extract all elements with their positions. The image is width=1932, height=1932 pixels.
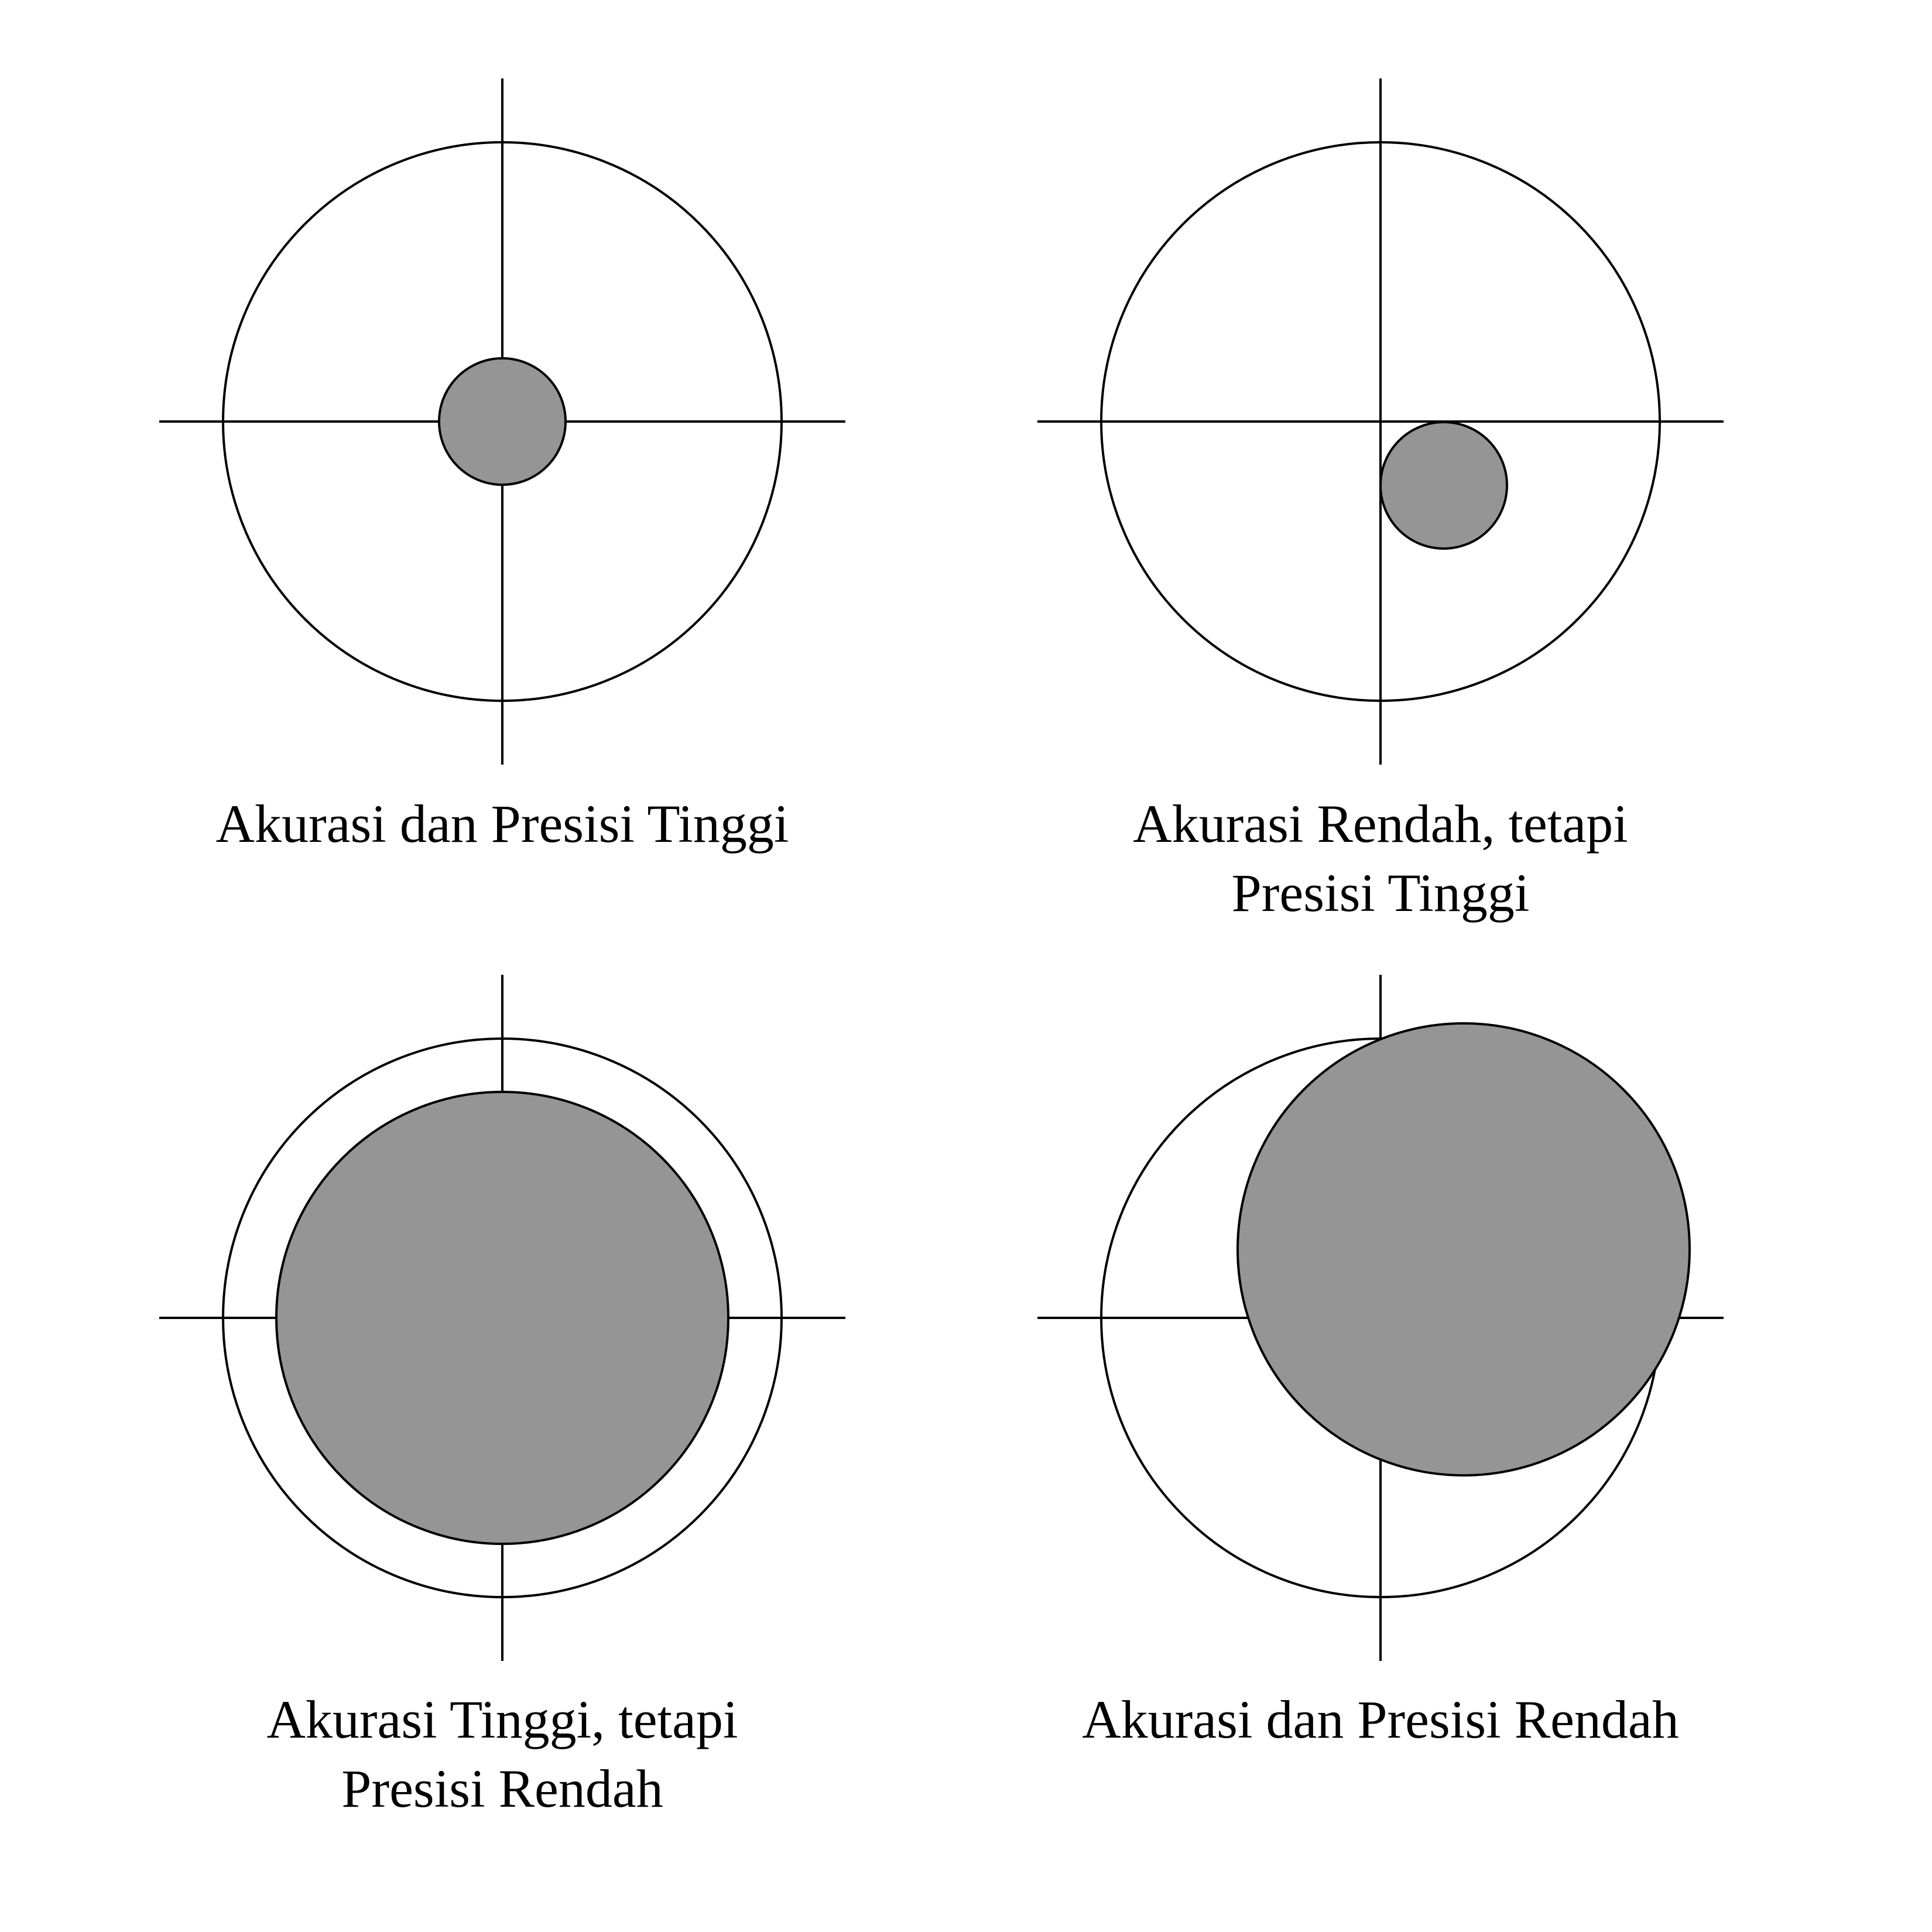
caption-line: Presisi Rendah [341,1759,663,1818]
panel-caption-1: Akurasi dan Presisi Tinggi [93,789,912,858]
caption-line: Akurasi dan Presisi Tinggi [215,794,789,854]
target-outer-ring [222,1037,783,1598]
measurement-spread-circle [275,1091,729,1545]
measurement-spread-circle [438,357,567,486]
target-panel-4 [1037,975,1724,1661]
target-panel-3 [159,975,845,1661]
target-panel-1 [159,78,845,765]
measurement-spread-circle [1379,421,1508,550]
target-panel-2 [1037,78,1724,765]
panel-caption-2: Akurasi Rendah, tetapi Presisi Tinggi [971,789,1790,927]
panel-caption-3: Akurasi Tinggi, tetapi Presisi Rendah [93,1685,912,1823]
measurement-spread-circle [1236,1022,1691,1477]
caption-line: Presisi Tinggi [1231,863,1530,923]
caption-line: Akurasi Rendah, tetapi [1133,794,1628,854]
target-outer-ring [222,141,783,702]
target-outer-ring [1100,141,1661,702]
caption-line: Akurasi Tinggi, tetapi [266,1690,738,1749]
panel-caption-4: Akurasi dan Presisi Rendah [971,1685,1790,1754]
caption-line: Akurasi dan Presisi Rendah [1082,1690,1679,1749]
